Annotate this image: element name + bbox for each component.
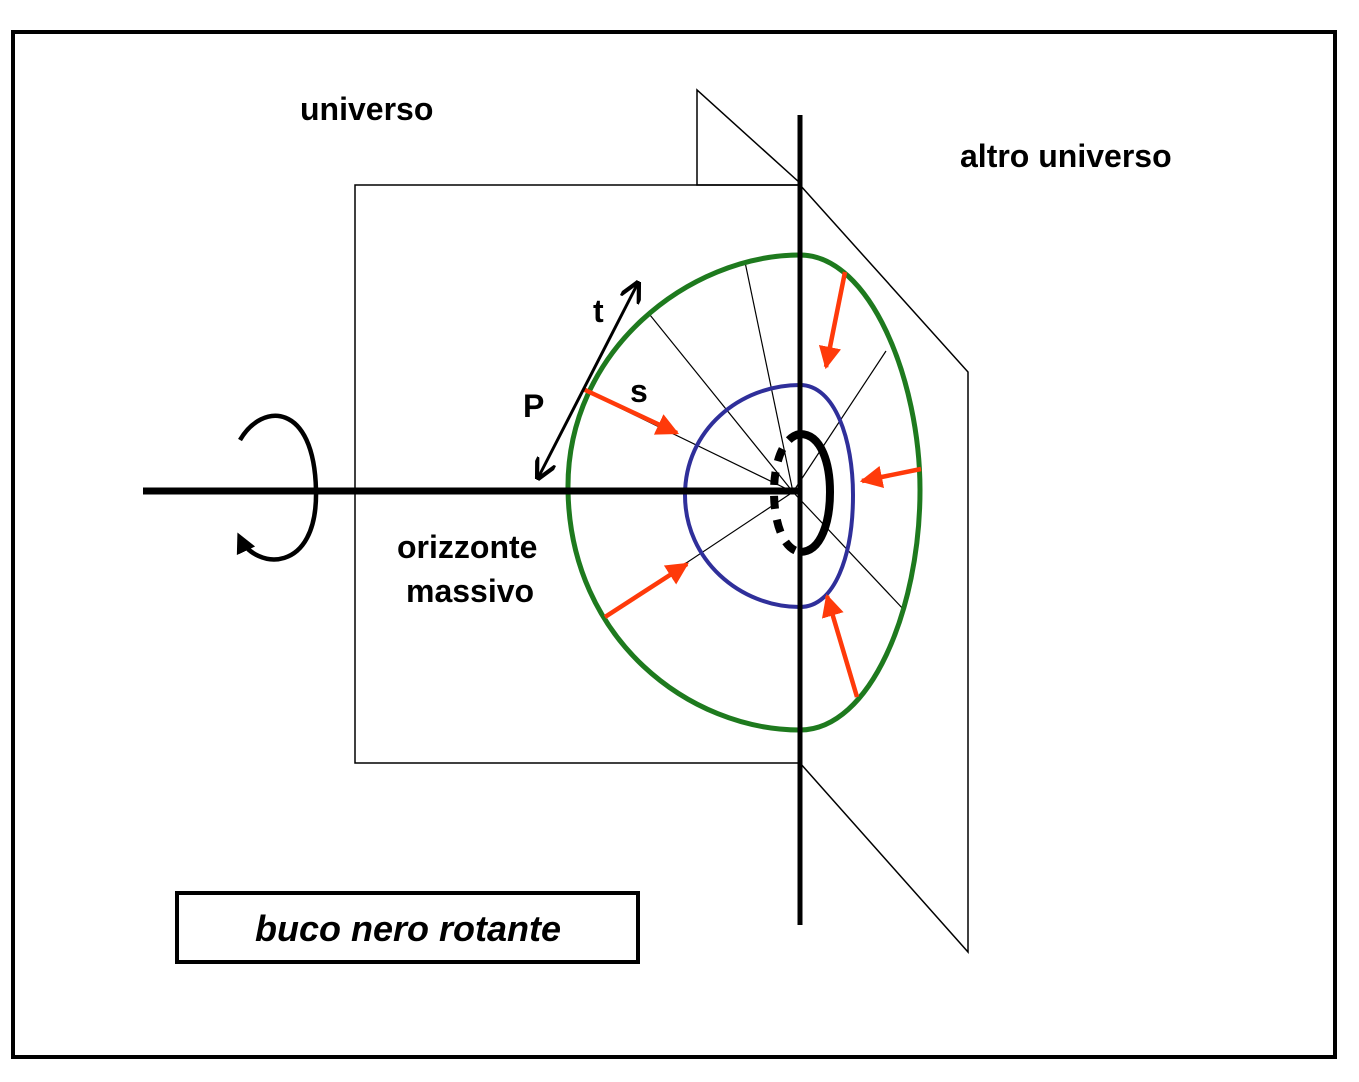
s-label: s — [630, 373, 648, 409]
other-universe-plane — [799, 184, 969, 954]
universe-plane — [354, 184, 800, 764]
universe-label: universo — [300, 91, 433, 127]
tangent-arrow — [538, 283, 638, 478]
title-box — [175, 891, 640, 964]
rotation-arrow-icon — [236, 413, 319, 562]
red-arrow — [821, 593, 860, 698]
infall-arrows — [582, 271, 922, 698]
red-arrow — [818, 271, 848, 370]
other-universe-label: altro universo — [960, 138, 1172, 174]
t-label: t — [593, 293, 604, 329]
ring-singularity-solid — [799, 430, 835, 556]
horizon-label-line1: orizzonte — [397, 529, 537, 565]
horizon-label-line2: massivo — [406, 573, 534, 609]
red-arrow — [603, 562, 689, 619]
p-label: P — [523, 388, 544, 424]
ring-singularity-dashed — [769, 430, 802, 556]
red-arrow — [859, 465, 922, 488]
outer-frame — [11, 30, 1337, 1059]
other-universe-plane-top — [696, 88, 801, 186]
title-box-text: buco nero rotante — [255, 908, 561, 949]
inner-horizon-curve — [682, 382, 856, 610]
radial-lines — [582, 261, 906, 618]
